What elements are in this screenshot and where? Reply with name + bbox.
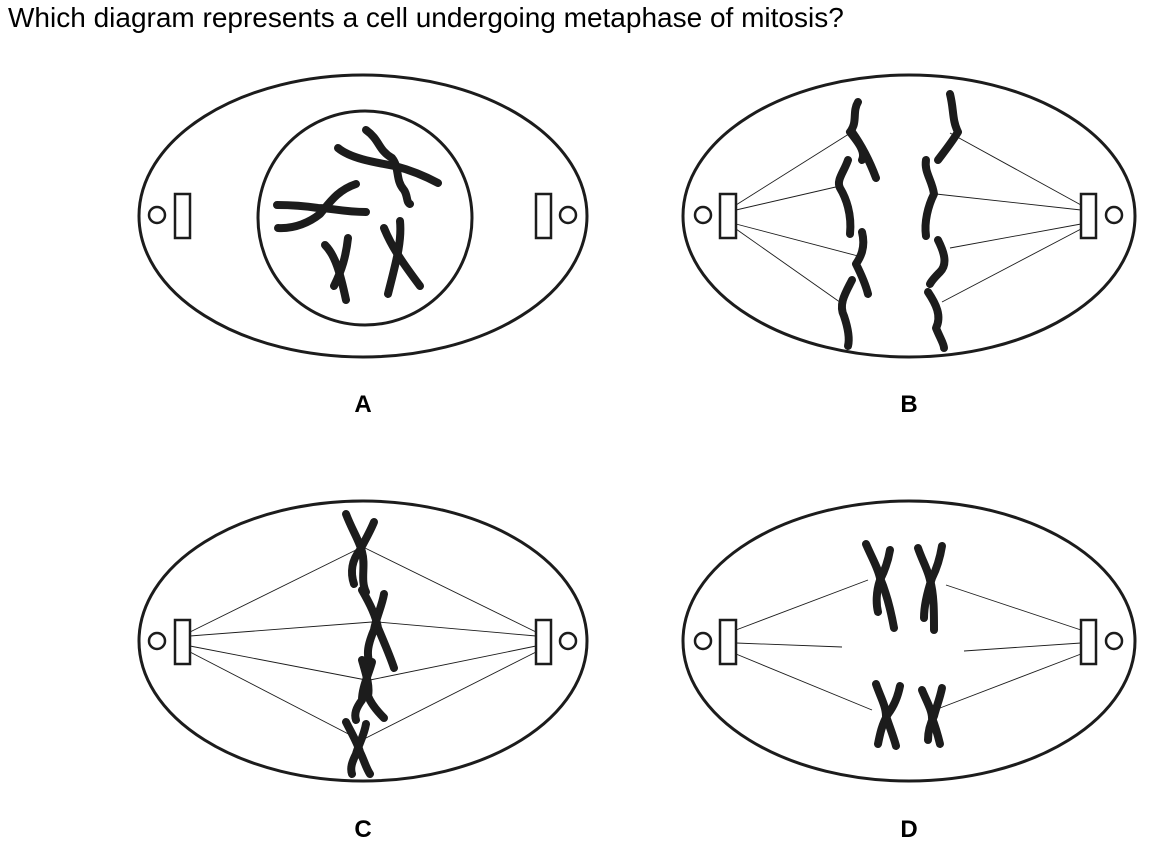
spindle-fibers: [735, 579, 1082, 711]
left-centriole: [693, 192, 738, 240]
left-centriole: [693, 618, 738, 666]
spindle-fibers: [189, 547, 537, 741]
spindle-fibers: [735, 131, 1082, 306]
cell-membrane: [681, 499, 1137, 783]
question-text: Which diagram represents a cell undergoi…: [8, 2, 844, 33]
chromosome-pairs: [862, 540, 946, 750]
aligned-chromosomes: [342, 510, 398, 778]
cell-label-b: B: [900, 391, 917, 418]
cell-label-a: A: [354, 391, 371, 418]
cell-a[interactable]: A: [137, 73, 589, 418]
cell-label-d: D: [900, 816, 917, 843]
cell-membrane: [681, 73, 1137, 359]
cell-d[interactable]: D: [681, 499, 1137, 843]
cell-c[interactable]: C: [137, 499, 589, 843]
separated-chromatids: [835, 90, 962, 352]
cell-membrane: [137, 499, 589, 783]
chromatin-strands: [273, 126, 442, 304]
right-centriole: [534, 192, 578, 240]
cell-label-c: C: [354, 816, 371, 843]
cell-b[interactable]: B: [681, 73, 1137, 418]
right-centriole: [1079, 618, 1124, 666]
left-centriole: [147, 618, 192, 666]
right-centriole: [534, 618, 578, 666]
left-centriole: [147, 192, 192, 240]
cell-membrane: [137, 73, 589, 359]
right-centriole: [1079, 192, 1124, 240]
nucleus: [256, 109, 474, 327]
